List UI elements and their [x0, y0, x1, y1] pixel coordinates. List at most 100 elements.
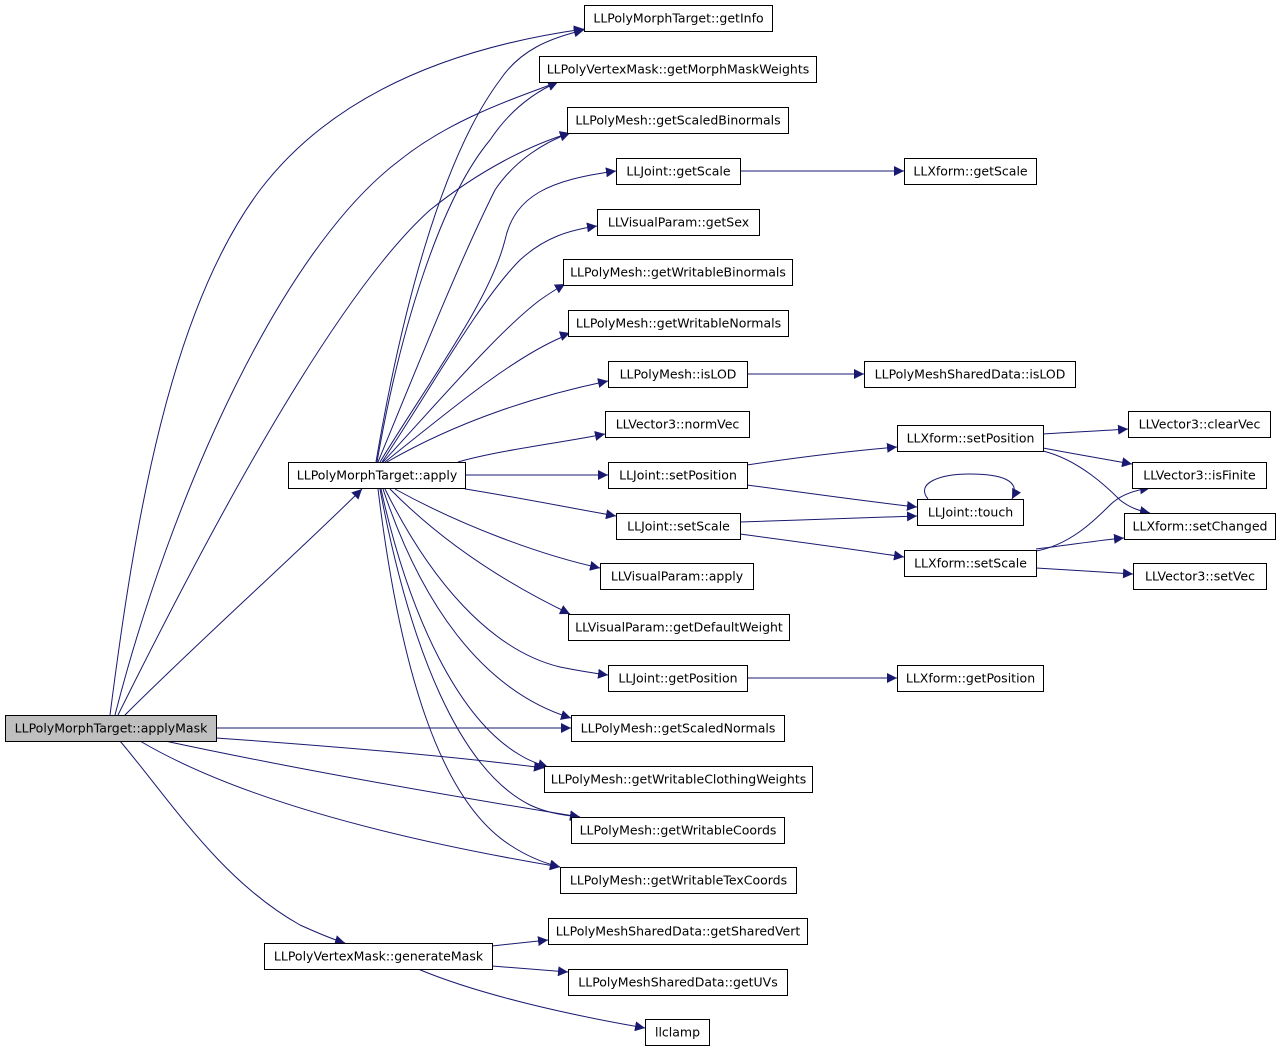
edge-apply-to-getWritableNormals [384, 331, 571, 463]
node-jointGetScale[interactable]: LLJoint::getScale [616, 158, 741, 185]
node-box-llclamp[interactable] [645, 1019, 710, 1046]
node-box-getInfo[interactable] [584, 5, 773, 32]
node-box-jointSetPosition[interactable] [608, 462, 748, 489]
node-label-getWritableTexCoords: LLPolyMesh::getWritableTexCoords [570, 873, 787, 888]
node-box-getSharedVert[interactable] [548, 918, 808, 945]
node-box-getWritableCoords[interactable] [571, 817, 785, 844]
node-getUVs[interactable]: LLPolyMeshSharedData::getUVs [568, 969, 788, 996]
node-label-getScaledBinormals: LLPolyMesh::getScaledBinormals [575, 113, 780, 128]
node-jointGetPosition[interactable]: LLJoint::getPosition [608, 665, 748, 692]
node-normVec[interactable]: LLVector3::normVec [605, 411, 750, 438]
node-meshIsLOD[interactable]: LLPolyMesh::isLOD [608, 361, 748, 388]
edge-apply-to-getWritableTexCoords [377, 488, 561, 870]
node-box-getDefaultWeight[interactable] [568, 614, 790, 641]
edge-apply-to-getSex [381, 222, 598, 463]
node-box-clearVec[interactable] [1128, 411, 1271, 438]
edge-generateMask-to-llclamp [417, 968, 646, 1032]
node-box-getMorphMaskWeights[interactable] [539, 56, 817, 83]
node-getMorphMaskWeights[interactable]: LLPolyVertexMask::getMorphMaskWeights [539, 56, 817, 83]
node-box-apply[interactable] [288, 462, 466, 489]
node-getScaledBinormals[interactable]: LLPolyMesh::getScaledBinormals [567, 107, 789, 134]
node-box-generateMask[interactable] [264, 943, 493, 970]
node-xformSetPosition[interactable]: LLXform::setPosition [897, 425, 1044, 452]
node-label-getInfo: LLPolyMorphTarget::getInfo [593, 11, 763, 26]
node-generateMask[interactable]: LLPolyVertexMask::generateMask [264, 943, 493, 970]
node-vpApply[interactable]: LLVisualParam::apply [600, 563, 754, 590]
node-clearVec[interactable]: LLVector3::clearVec [1128, 411, 1271, 438]
node-apply[interactable]: LLPolyMorphTarget::apply [288, 462, 466, 489]
edge-xformSetScale-to-isFinite [1035, 484, 1151, 552]
node-box-getWritableBinormals[interactable] [563, 259, 793, 286]
node-sharedIsLOD[interactable]: LLPolyMeshSharedData::isLOD [864, 361, 1076, 388]
node-box-getWritableTexCoords[interactable] [560, 867, 797, 894]
node-getDefaultWeight[interactable]: LLVisualParam::getDefaultWeight [568, 614, 790, 641]
node-setChanged[interactable]: LLXform::setChanged [1124, 513, 1276, 540]
node-box-xformSetPosition[interactable] [897, 425, 1044, 452]
node-box-applyMask[interactable] [5, 715, 217, 742]
node-label-xformGetPosition: LLXform::getPosition [906, 671, 1035, 686]
node-box-xformGetPosition[interactable] [897, 665, 1044, 692]
node-box-getScaledBinormals[interactable] [567, 107, 789, 134]
node-box-meshIsLOD[interactable] [608, 361, 748, 388]
edge-xformSetScale-to-setVec [1035, 567, 1134, 579]
edge-jointSetScale-to-xformSetScale [739, 533, 905, 561]
node-box-setVec[interactable] [1133, 563, 1267, 590]
edge-apply-to-getMorphMaskWeights [376, 81, 559, 463]
node-box-jointSetScale[interactable] [616, 513, 741, 540]
node-box-getUVs[interactable] [568, 969, 788, 996]
edge-generateMask-to-getUVs [491, 965, 569, 977]
node-box-normVec[interactable] [605, 411, 750, 438]
node-llclamp[interactable]: llclamp [645, 1019, 710, 1046]
node-label-xformSetPosition: LLXform::setPosition [907, 431, 1035, 446]
node-box-getSex[interactable] [597, 209, 760, 236]
node-getWritableClothingWeights[interactable]: LLPolyMesh::getWritableClothingWeights [544, 766, 813, 793]
node-box-isFinite[interactable] [1132, 462, 1267, 489]
node-box-setChanged[interactable] [1124, 513, 1276, 540]
node-jointSetPosition[interactable]: LLJoint::setPosition [608, 462, 748, 489]
edge-apply-to-vpApply [394, 488, 601, 571]
node-label-getDefaultWeight: LLVisualParam::getDefaultWeight [575, 620, 783, 635]
node-getWritableNormals[interactable]: LLPolyMesh::getWritableNormals [568, 310, 789, 337]
edge-applyMask-to-generateMask [119, 740, 346, 945]
node-label-vpApply: LLVisualParam::apply [611, 569, 744, 584]
edge-jointSetPosition-to-xformSetPosition [746, 442, 898, 466]
node-label-jointGetPosition: LLJoint::getPosition [618, 671, 737, 686]
node-getWritableBinormals[interactable]: LLPolyMesh::getWritableBinormals [563, 259, 793, 286]
node-label-normVec: LLVector3::normVec [616, 417, 740, 432]
node-getSharedVert[interactable]: LLPolyMeshSharedData::getSharedVert [548, 918, 808, 945]
node-label-jointSetScale: LLJoint::setScale [627, 519, 730, 534]
node-box-jointGetScale[interactable] [616, 158, 741, 185]
node-xformGetScale[interactable]: LLXform::getScale [904, 158, 1037, 185]
node-box-getWritableClothingWeights[interactable] [544, 766, 813, 793]
node-box-getScaledNormals[interactable] [571, 715, 785, 742]
node-getSex[interactable]: LLVisualParam::getSex [597, 209, 760, 236]
edge-applyMask-to-getWritableTexCoords [139, 740, 561, 871]
node-box-xformSetScale[interactable] [904, 550, 1037, 577]
node-box-jointGetPosition[interactable] [608, 665, 748, 692]
node-isFinite[interactable]: LLVector3::isFinite [1132, 462, 1267, 489]
node-label-meshIsLOD: LLPolyMesh::isLOD [620, 367, 737, 382]
edge-apply-to-normVec [457, 431, 606, 463]
node-box-getWritableNormals[interactable] [568, 310, 789, 337]
node-box-sharedIsLOD[interactable] [864, 361, 1076, 388]
node-getWritableTexCoords[interactable]: LLPolyMesh::getWritableTexCoords [560, 867, 797, 894]
node-box-xformGetScale[interactable] [904, 158, 1037, 185]
node-xformSetScale[interactable]: LLXform::setScale [904, 550, 1037, 577]
node-setVec[interactable]: LLVector3::setVec [1133, 563, 1267, 590]
edge-applyMask-to-getScaledBinormals [117, 131, 571, 716]
node-box-touch[interactable] [917, 499, 1024, 526]
node-jointSetScale[interactable]: LLJoint::setScale [616, 513, 741, 540]
node-getScaledNormals[interactable]: LLPolyMesh::getScaledNormals [571, 715, 785, 742]
edge-apply-to-getInfo [375, 27, 585, 463]
node-label-sharedIsLOD: LLPolyMeshSharedData::isLOD [875, 367, 1066, 382]
edge-apply-to-jointGetPosition [384, 488, 609, 679]
node-label-getWritableCoords: LLPolyMesh::getWritableCoords [580, 823, 777, 838]
node-box-vpApply[interactable] [600, 563, 754, 590]
node-applyMask[interactable]: LLPolyMorphTarget::applyMask [5, 715, 217, 742]
node-xformGetPosition[interactable]: LLXform::getPosition [897, 665, 1044, 692]
edge-xformSetPosition-to-clearVec [1042, 424, 1129, 435]
node-getInfo[interactable]: LLPolyMorphTarget::getInfo [584, 5, 773, 32]
node-getWritableCoords[interactable]: LLPolyMesh::getWritableCoords [571, 817, 785, 844]
node-touch[interactable]: LLJoint::touch [917, 499, 1024, 526]
